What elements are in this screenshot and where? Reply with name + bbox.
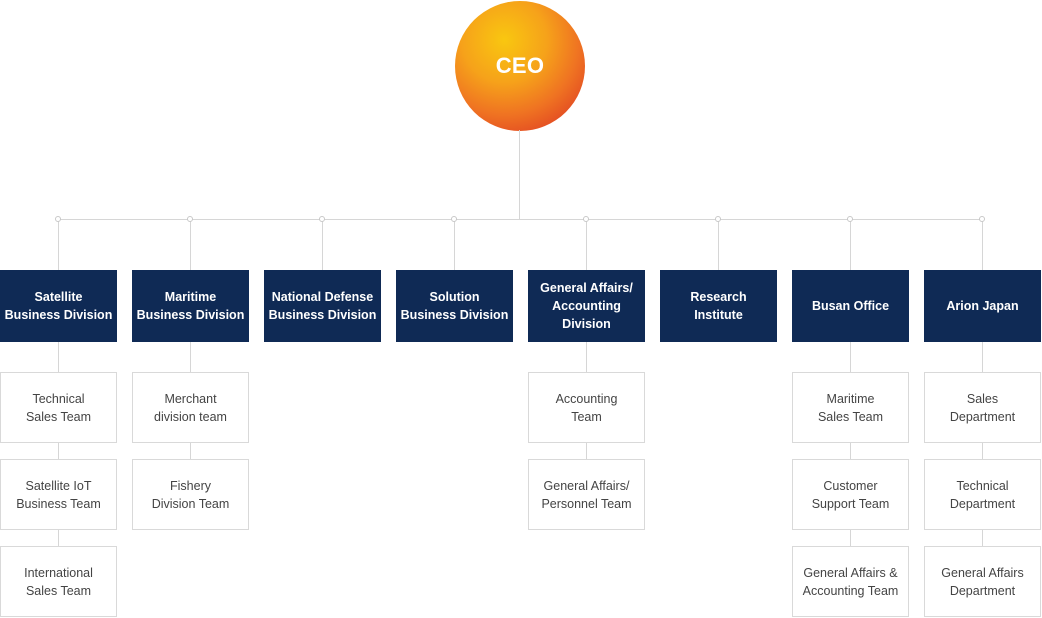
ceo-node: CEO — [455, 1, 585, 131]
junction-dot — [847, 216, 853, 222]
division-connector-line — [190, 219, 191, 270]
team-connector-line — [58, 530, 59, 546]
division-box: Satellite Business Division — [0, 270, 117, 342]
horizontal-connector-line — [58, 219, 983, 220]
division-box: Busan Office — [792, 270, 909, 342]
division-connector-line — [982, 219, 983, 270]
division-connector-line — [586, 219, 587, 270]
junction-dot — [451, 216, 457, 222]
team-box: General Affairs & Accounting Team — [792, 546, 909, 617]
team-connector-line — [586, 342, 587, 372]
team-connector-line — [586, 443, 587, 459]
team-connector-line — [850, 342, 851, 372]
team-box: Merchant division team — [132, 372, 249, 443]
junction-dot — [715, 216, 721, 222]
team-box: Technical Department — [924, 459, 1041, 530]
ceo-connector-line — [519, 130, 520, 219]
team-box: Sales Department — [924, 372, 1041, 443]
ceo-label: CEO — [495, 53, 545, 78]
division-connector-line — [850, 219, 851, 270]
team-connector-line — [58, 443, 59, 459]
division-box: Maritime Business Division — [132, 270, 249, 342]
team-box: Technical Sales Team — [0, 372, 117, 443]
team-connector-line — [982, 443, 983, 459]
team-connector-line — [850, 443, 851, 459]
junction-dot — [979, 216, 985, 222]
team-box: Accounting Team — [528, 372, 645, 443]
team-connector-line — [982, 342, 983, 372]
team-connector-line — [190, 342, 191, 372]
team-box: General Affairs/ Personnel Team — [528, 459, 645, 530]
division-connector-line — [322, 219, 323, 270]
team-connector-line — [982, 530, 983, 546]
division-box: Solution Business Division — [396, 270, 513, 342]
team-connector-line — [190, 443, 191, 459]
division-box: Arion Japan — [924, 270, 1041, 342]
team-connector-line — [58, 342, 59, 372]
team-box: Maritime Sales Team — [792, 372, 909, 443]
team-box: General Affairs Department — [924, 546, 1041, 617]
division-connector-line — [58, 219, 59, 270]
division-connector-line — [718, 219, 719, 270]
team-connector-line — [850, 530, 851, 546]
division-box: General Affairs/ Accounting Division — [528, 270, 645, 342]
junction-dot — [187, 216, 193, 222]
division-box: Research Institute — [660, 270, 777, 342]
team-box: Customer Support Team — [792, 459, 909, 530]
junction-dot — [319, 216, 325, 222]
junction-dot — [583, 216, 589, 222]
team-box: Satellite IoT Business Team — [0, 459, 117, 530]
junction-dot — [55, 216, 61, 222]
division-connector-line — [454, 219, 455, 270]
team-box: International Sales Team — [0, 546, 117, 617]
division-box: National Defense Business Division — [264, 270, 381, 342]
team-box: Fishery Division Team — [132, 459, 249, 530]
